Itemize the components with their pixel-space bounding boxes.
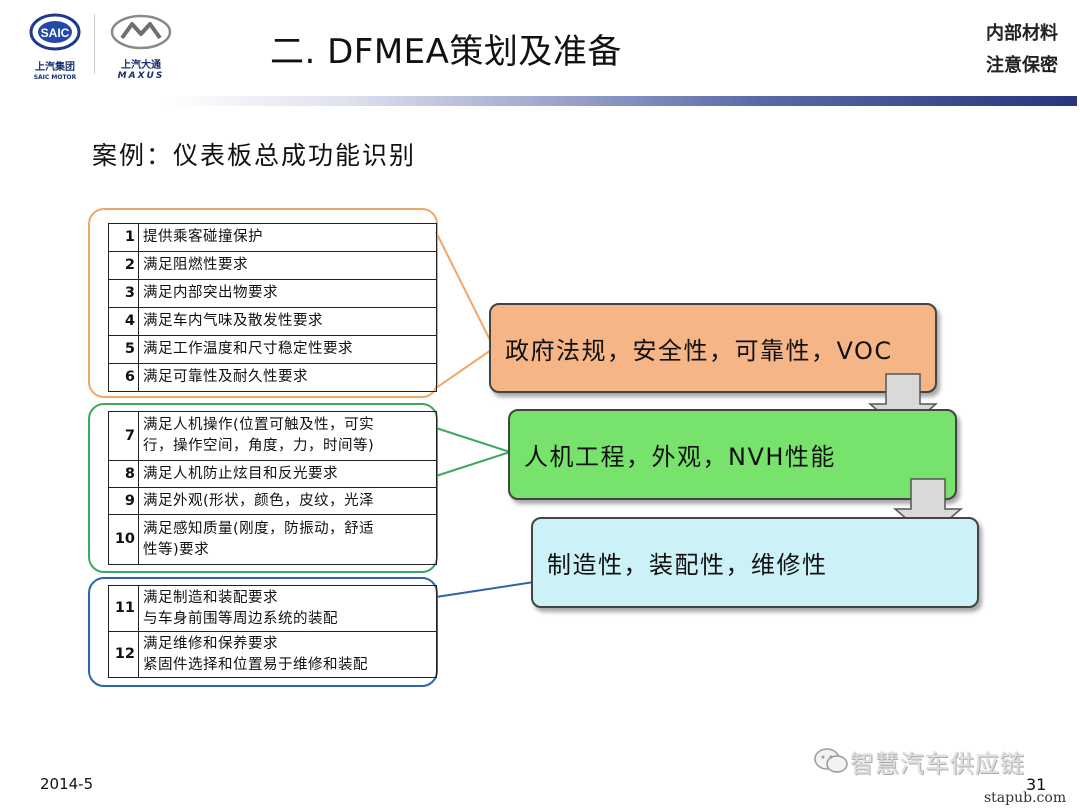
function-table-group-3: 11 满足制造和装配要求 与车身前围等周边系统的装配 12 满足维修和保养要求 … xyxy=(108,585,437,678)
table-row: 7 满足人机操作(位置可触及性，可实 行，操作空间，角度，力，时间等) xyxy=(108,411,437,461)
row-text-line: 满足维修和保养要求 xyxy=(143,635,278,652)
row-text: 满足阻燃性要求 xyxy=(138,251,437,280)
table-row: 11 满足制造和装配要求 与车身前围等周边系统的装配 xyxy=(108,585,437,632)
row-number: 8 xyxy=(108,460,139,488)
connector-manufacturing xyxy=(435,581,535,598)
row-text: 满足内部突出物要求 xyxy=(138,279,437,308)
row-text: 满足维修和保养要求 紧固件选择和位置易于维修和装配 xyxy=(138,631,437,678)
maxus-logo: 上汽大通 MAXUS xyxy=(104,12,178,81)
confidential-label: 内部材料 注意保密 xyxy=(986,18,1058,82)
maxus-emblem-icon xyxy=(110,14,172,50)
row-text-line: 行，操作空间，角度，力，时间等) xyxy=(143,438,375,454)
logo-divider xyxy=(94,14,95,74)
confidential-line-2: 注意保密 xyxy=(986,55,1058,76)
category-box-label: 政府法规，安全性，可靠性，VOC xyxy=(505,336,893,365)
function-table-group-2: 7 满足人机操作(位置可触及性，可实 行，操作空间，角度，力，时间等) 8 满足… xyxy=(108,411,437,565)
row-number: 6 xyxy=(108,363,139,392)
category-box-regulation: 政府法规，安全性，可靠性，VOC xyxy=(489,303,937,393)
table-row: 9 满足外观(形状，颜色，皮纹，光泽 xyxy=(108,487,437,515)
row-number: 1 xyxy=(108,223,139,252)
table-row: 12 满足维修和保养要求 紧固件选择和位置易于维修和装配 xyxy=(108,631,437,678)
row-text: 满足制造和装配要求 与车身前围等周边系统的装配 xyxy=(138,585,437,632)
row-text: 满足外观(形状，颜色，皮纹，光泽 xyxy=(138,487,437,515)
saic-logo-cn: 上汽集团 xyxy=(35,62,75,73)
row-number: 3 xyxy=(108,279,139,308)
connector-ergonomics xyxy=(435,427,514,477)
row-text: 满足人机操作(位置可触及性，可实 行，操作空间，角度，力，时间等) xyxy=(138,411,437,461)
site-watermark: stapub.com xyxy=(984,790,1067,806)
row-text-line: 与车身前围等周边系统的装配 xyxy=(143,610,338,627)
row-text: 满足可靠性及耐久性要求 xyxy=(138,363,437,392)
row-text: 满足工作温度和尺寸稳定性要求 xyxy=(138,335,437,364)
confidential-line-1: 内部材料 xyxy=(986,23,1058,44)
row-number: 5 xyxy=(108,335,139,364)
group-frame-regulation xyxy=(88,208,438,398)
maxus-logo-cn: 上汽大通 xyxy=(121,60,161,71)
row-number: 2 xyxy=(108,251,139,280)
row-text-line: 性等)要求 xyxy=(143,541,210,558)
header-rule xyxy=(165,96,1077,106)
category-box-ergonomics: 人机工程，外观，NVH性能 xyxy=(508,409,957,500)
page-number: 31 xyxy=(1026,775,1047,794)
row-number: 9 xyxy=(108,487,139,515)
wechat-icon xyxy=(814,748,848,773)
maxus-logo-en: MAXUS xyxy=(117,71,165,81)
category-box-manufacturing: 制造性，装配性，维修性 xyxy=(531,517,979,608)
row-text-line: 满足制造和装配要求 xyxy=(143,589,278,606)
row-text: 满足感知质量(刚度，防振动，舒适 性等)要求 xyxy=(138,514,437,565)
table-row: 4 满足车内气味及散发性要求 xyxy=(108,307,437,336)
group-frame-manufacturing xyxy=(88,577,438,687)
connector-regulation xyxy=(435,231,496,389)
table-row: 2 满足阻燃性要求 xyxy=(108,251,437,280)
row-text: 满足车内气味及散发性要求 xyxy=(138,307,437,336)
table-row: 8 满足人机防止炫目和反光要求 xyxy=(108,460,437,488)
subtitle: 案例：仪表板总成功能识别 xyxy=(92,141,417,170)
slide-title: 二. DFMEA策划及准备 xyxy=(270,32,622,72)
function-table-group-1: 1 提供乘客碰撞保护 2 满足阻燃性要求 3 满足内部突出物要求 4 满足车内气… xyxy=(108,223,437,392)
saic-logo: SAIC 上汽集团 SAIC MOTOR xyxy=(26,12,84,81)
watermark-text: 智慧汽车供应链 xyxy=(850,750,1025,778)
group-frame-ergonomics xyxy=(88,403,438,573)
row-number: 4 xyxy=(108,307,139,336)
footer-date: 2014-5 xyxy=(40,775,94,793)
saic-logo-en: SAIC MOTOR xyxy=(33,74,77,81)
row-text-line: 满足感知质量(刚度，防振动，舒适 xyxy=(143,520,375,537)
category-box-label: 制造性，装配性，维修性 xyxy=(547,551,828,579)
row-number: 7 xyxy=(108,411,139,461)
row-number: 12 xyxy=(108,631,139,678)
row-text-line: 紧固件选择和位置易于维修和装配 xyxy=(143,656,368,673)
row-text: 提供乘客碰撞保护 xyxy=(138,223,437,252)
row-text: 满足人机防止炫目和反光要求 xyxy=(138,460,437,488)
table-row: 10 满足感知质量(刚度，防振动，舒适 性等)要求 xyxy=(108,514,437,565)
table-row: 3 满足内部突出物要求 xyxy=(108,279,437,308)
table-row: 5 满足工作温度和尺寸稳定性要求 xyxy=(108,335,437,364)
table-row: 6 满足可靠性及耐久性要求 xyxy=(108,363,437,392)
category-box-label: 人机工程，外观，NVH性能 xyxy=(524,443,836,471)
saic-emblem-icon: SAIC xyxy=(29,13,81,51)
saic-logo-text: SAIC xyxy=(41,26,70,40)
row-text-line: 满足人机操作(位置可触及性，可实 xyxy=(143,417,375,433)
table-row: 1 提供乘客碰撞保护 xyxy=(108,223,437,252)
row-number: 10 xyxy=(108,514,139,565)
row-number: 11 xyxy=(108,585,139,632)
